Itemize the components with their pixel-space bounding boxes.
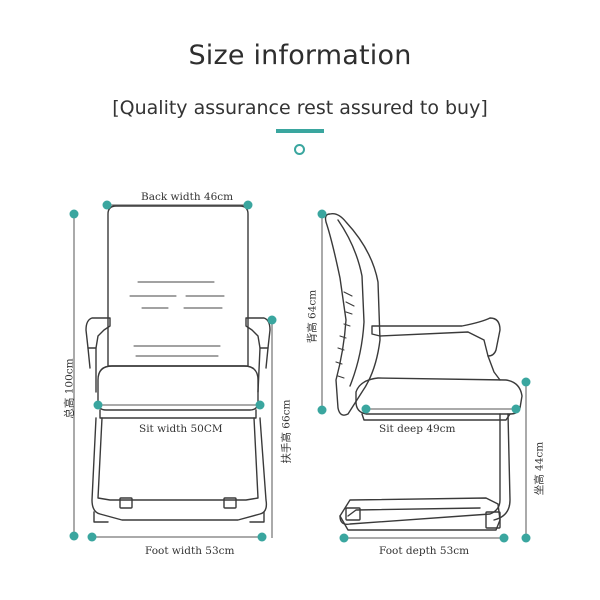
- total-height-label: 总高 100cm: [63, 358, 76, 419]
- front-backrest-mesh: [129, 281, 225, 357]
- side-backrest: [324, 212, 381, 416]
- side-armrest: [371, 317, 501, 357]
- foot-width-label: Foot width 53cm: [145, 545, 235, 557]
- foot-depth-label: Foot depth 53cm: [379, 545, 470, 557]
- front-view-chair: [85, 205, 271, 523]
- front-dimension-markers: [69, 200, 277, 542]
- front-backrest: [107, 205, 249, 367]
- side-dimension-markers: [317, 209, 531, 543]
- front-leg-frame: [91, 417, 268, 521]
- back-width-label: Back width 46cm: [141, 191, 234, 203]
- accent-divider: [276, 129, 324, 133]
- page-title: Size information: [188, 40, 412, 71]
- front-left-armrest: [85, 317, 111, 349]
- front-right-armrest: [245, 317, 271, 349]
- seat-depth-label: Sit deep 49cm: [379, 423, 456, 435]
- armrest-height-label: 扶手高 66cm: [280, 399, 293, 464]
- seat-height-label: 坐高 44cm: [533, 441, 546, 496]
- front-dimension-lines: [73, 204, 273, 538]
- front-seat: [97, 365, 259, 411]
- seat-width-label: Sit width 50CM: [139, 423, 223, 435]
- accent-ring-icon: [294, 144, 305, 155]
- side-dimension-lines: [321, 214, 527, 539]
- side-backrest-lumbar: [335, 291, 355, 379]
- side-base: [339, 497, 501, 531]
- side-leg-frame: [339, 355, 501, 526]
- back-height-label: 背高 64cm: [306, 289, 319, 344]
- page-subtitle: [Quality assurance rest assured to buy]: [112, 97, 488, 119]
- side-view-chair: [324, 212, 523, 531]
